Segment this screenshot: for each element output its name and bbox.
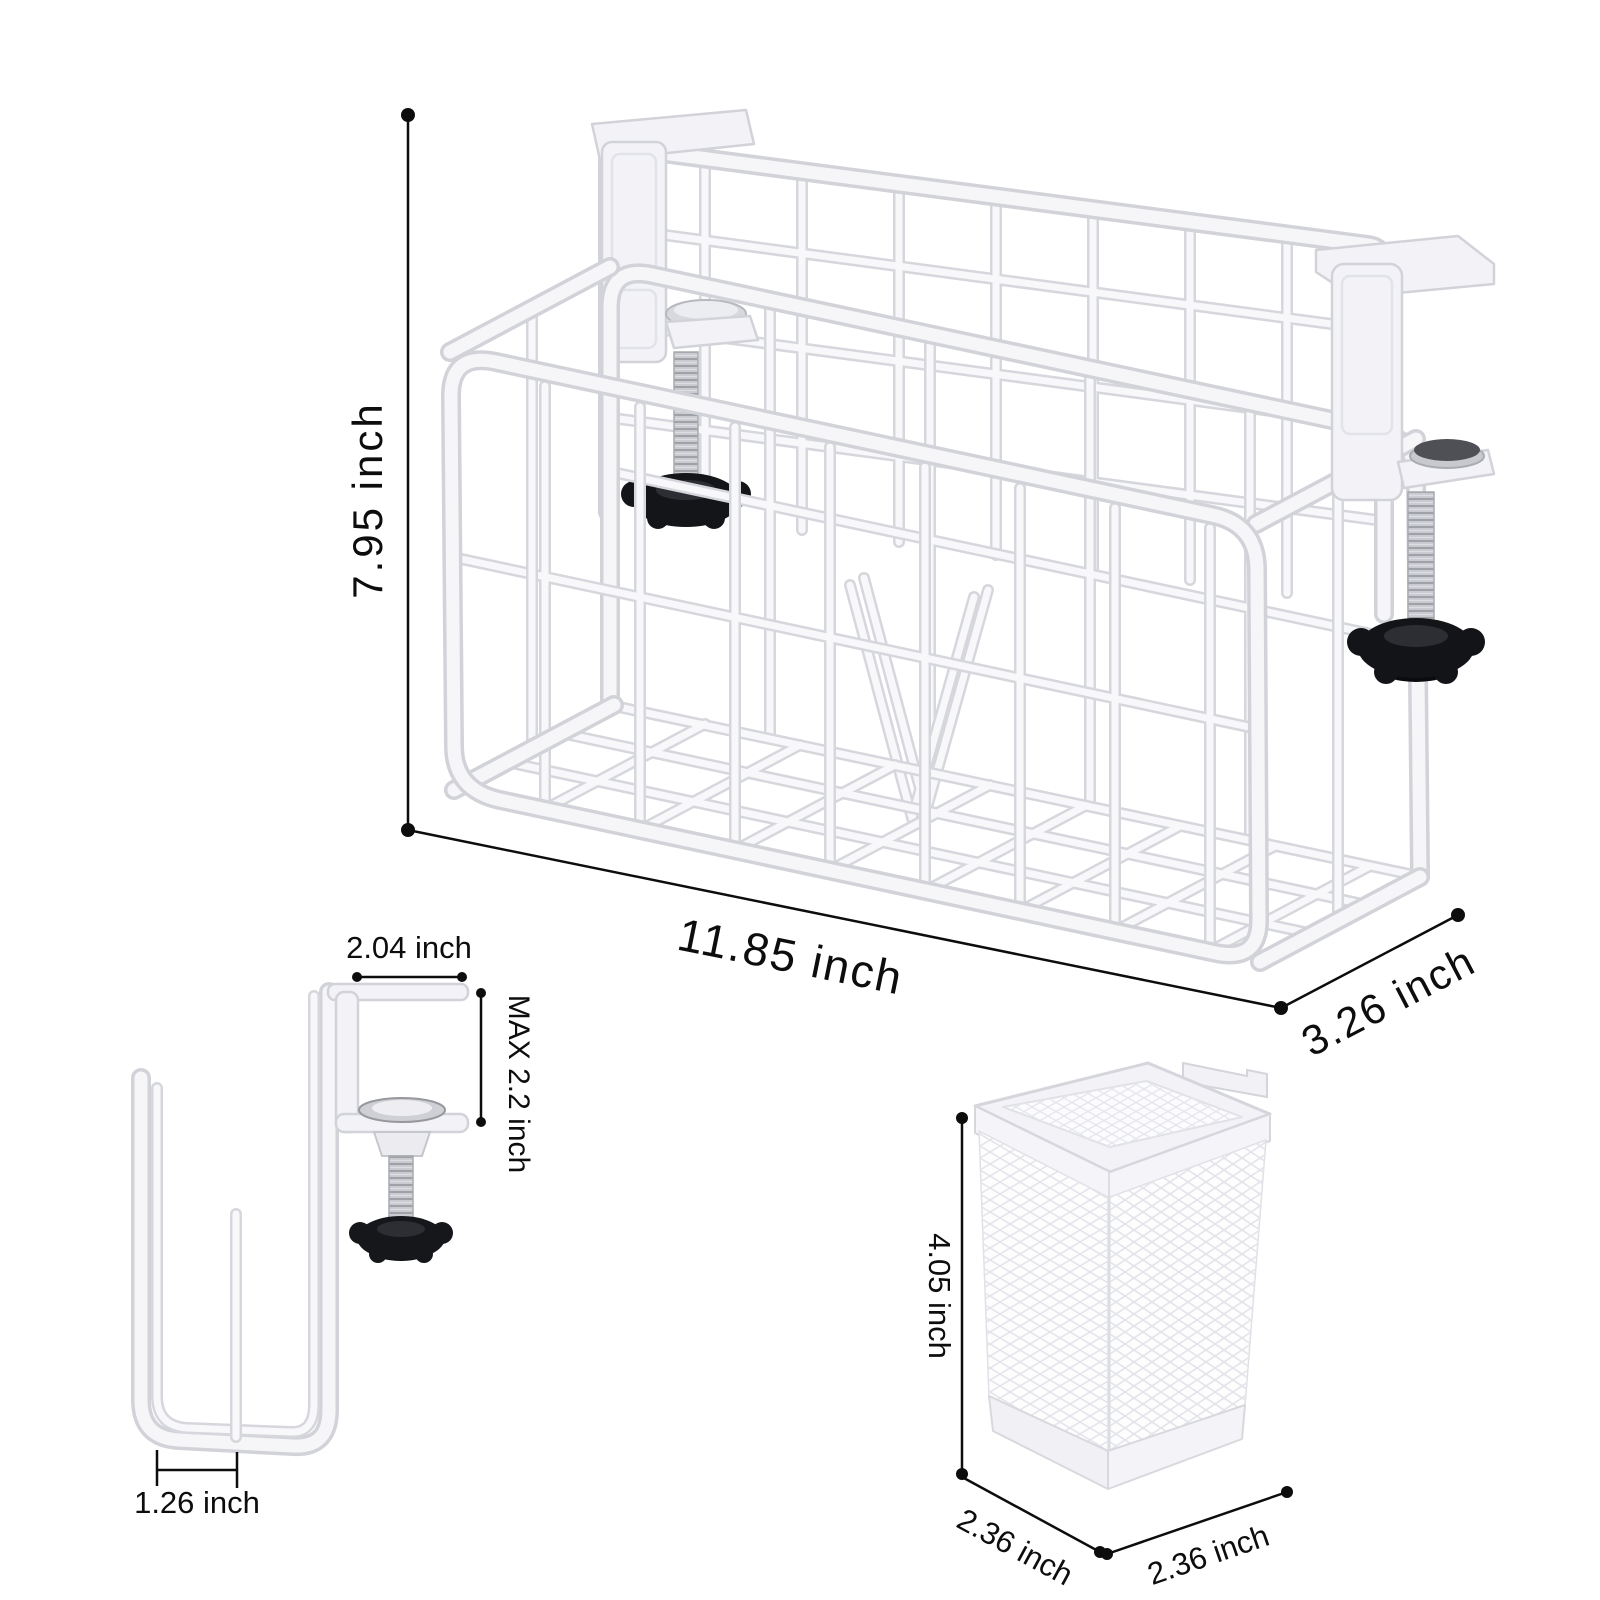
clamp-knob [1347, 618, 1485, 684]
clamp-hex-nut [372, 1131, 432, 1157]
dimension-line [1106, 1490, 1288, 1556]
dimension-label: 7.95 inch [344, 401, 391, 598]
pen-cup-width-dimension: 2.36 inch [1101, 1486, 1293, 1592]
clamp-knob [349, 1216, 453, 1263]
clamp-screw [673, 351, 699, 479]
clamp-left-bar [334, 990, 360, 1134]
pen-cup-base [988, 1395, 1246, 1490]
pen-cup-illustration: 4.05 inch 2.36 inch 2.36 inch [922, 1061, 1293, 1593]
cable-tray-illustration: 7.95 inch 11.85 inch 3.26 inch [344, 108, 1496, 1066]
clamp-top-plate [326, 982, 470, 1002]
dimension-line [407, 828, 1282, 1010]
dimension-line [1280, 913, 1459, 1010]
tray-height-dimension: 7.95 inch [344, 108, 415, 837]
clamp-width-dimension: 2.04 inch [346, 930, 472, 982]
dimension-label: 2.36 inch [1143, 1518, 1273, 1592]
clamp-opening-dimension: MAX 2.2 inch [476, 988, 535, 1173]
pen-cup-depth-dimension: 2.36 inch [951, 1475, 1106, 1593]
dimension-label: MAX 2.2 inch [502, 995, 535, 1173]
clamp-arm [664, 314, 760, 350]
dimension-label: 2.04 inch [346, 930, 472, 965]
clamp-pad-disc [1414, 439, 1480, 461]
left-desk-clamp [590, 108, 760, 529]
clamp-side-view [326, 982, 470, 1263]
dimension-label: 1.26 inch [134, 1485, 260, 1520]
pen-cup-height-dimension: 4.05 inch [922, 1112, 968, 1480]
pen-cup-body [978, 1130, 1267, 1453]
pen-cup-opening [1002, 1080, 1243, 1148]
dimension-label: 11.85 inch [673, 908, 908, 1005]
hook-gap-dimension: 1.26 inch [134, 1450, 260, 1520]
clamp-screw [388, 1155, 414, 1219]
clamp-bracket [1330, 262, 1404, 502]
hook-bracket [141, 992, 329, 1446]
clamp-screw [1407, 491, 1435, 623]
dimension-line [961, 1475, 1101, 1554]
clamp-profile-illustration: 2.04 inch MAX 2.2 inch 1.26 inch [134, 930, 535, 1520]
back-grid-panel [608, 148, 1384, 614]
dimension-label: 2.36 inch [951, 1502, 1078, 1593]
dimension-label: 4.05 inch [922, 1233, 957, 1359]
right-desk-clamp [1314, 234, 1496, 684]
dimension-label: 3.26 inch [1294, 937, 1483, 1066]
dimension-line [155, 1450, 239, 1488]
